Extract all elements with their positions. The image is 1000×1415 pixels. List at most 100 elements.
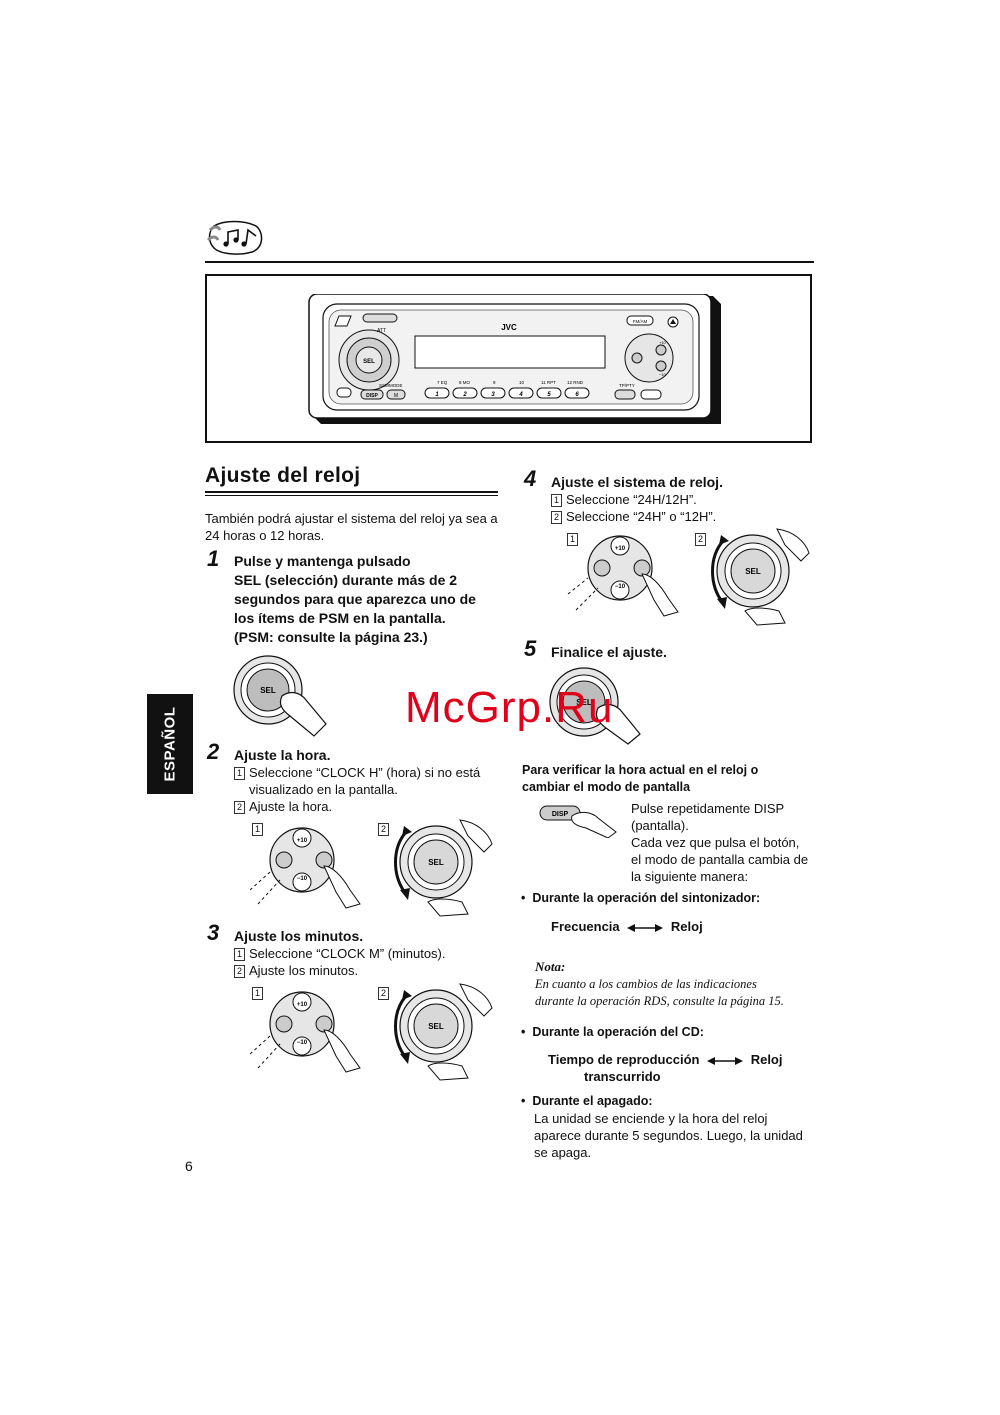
step-4-number: 4 — [524, 466, 537, 491]
device-mode-label: MODE — [389, 383, 403, 388]
verify-heading-line: Para verificar la hora actual en el relo… — [522, 763, 759, 777]
sub-number-box: 1 — [551, 494, 562, 508]
sub-text: Seleccione “CLOCK M” (minutos). — [249, 946, 446, 961]
minute-buttons-illustration: +10 −10 — [250, 991, 361, 1073]
bullet-icon: • — [521, 1094, 526, 1108]
step-1-title-line: SEL (selección) durante más de 2 — [234, 572, 458, 588]
sub-number-box: 1 — [234, 767, 245, 781]
step-1-number: 1 — [207, 546, 220, 571]
device-top-label: 11 RPT — [541, 380, 556, 385]
verify-heading-line: cambiar el modo de pantalla — [522, 780, 691, 794]
off-bullet: • Durante el apagado: — [521, 1094, 653, 1108]
bullet-icon: • — [521, 1025, 526, 1039]
device-top-label: 10 — [519, 380, 525, 385]
step-3-title: Ajuste los minutos. — [234, 928, 364, 944]
header-rule — [205, 261, 814, 263]
device-disp-label: DISP — [366, 393, 378, 399]
sel-knob-label: SEL — [428, 858, 444, 867]
watermark: McGrp.Ru — [405, 683, 614, 732]
sel-knob-rotate-illustration: SEL — [394, 819, 493, 917]
sub-text: Seleccione “24H/12H”. — [566, 492, 697, 507]
minus10-label: −10 — [615, 584, 626, 590]
verify-desc-line: el modo de pantalla cambia de — [631, 852, 809, 867]
off-line: se apaga. — [534, 1145, 592, 1160]
page-number: 6 — [185, 1158, 193, 1174]
step-2-title: Ajuste la hora. — [234, 747, 331, 763]
step-5-number: 5 — [524, 636, 537, 661]
tuner-bullet: • Durante la operación del sintonizador: — [521, 891, 760, 905]
tuner-sequence: Frecuencia Reloj — [551, 919, 703, 934]
figure-index-2: 2 — [378, 823, 389, 837]
device-top-label: 9 — [493, 380, 496, 385]
double-arrow-icon — [627, 923, 664, 932]
sequence-item: Reloj — [750, 1052, 783, 1067]
cd-label: Durante la operación del CD: — [532, 1025, 704, 1039]
language-side-tab: ESPAÑOL — [147, 694, 193, 794]
off-label: Durante el apagado: — [532, 1094, 653, 1108]
disp-button-label: DISP — [552, 811, 569, 818]
note-line: durante la operación RDS, consulte la pá… — [535, 994, 784, 1008]
verify-heading: Para verificar la hora actual en el relo… — [522, 762, 758, 796]
device-figure-frame — [205, 274, 812, 443]
off-description: La unidad se enciende y la hora del relo… — [534, 1110, 824, 1161]
note-text: En cuanto a los cambios de las indicacio… — [535, 976, 784, 1010]
device-minus10-label: −10 — [659, 372, 667, 377]
step-1-title-line: (PSM: consulte la página 23.) — [234, 629, 428, 645]
figure-index-1: 1 — [252, 987, 263, 1001]
tuner-label: Durante la operación del sintonizador: — [532, 891, 761, 905]
off-line: La unidad se enciende y la hora del relo… — [534, 1111, 768, 1126]
title-rule — [205, 491, 498, 493]
figure-index-1: 1 — [567, 533, 578, 547]
device-brand-logo: JVC — [501, 323, 517, 332]
figure-index-2: 2 — [695, 533, 706, 547]
preset-button-label: 3 — [491, 392, 495, 398]
sel-knob-label: SEL — [428, 1022, 444, 1031]
title-rule-thin — [205, 495, 498, 496]
minus10-label: −10 — [297, 1040, 308, 1046]
preset-button-label: 4 — [518, 392, 523, 398]
hour-buttons-illustration: +10 −10 — [250, 827, 361, 909]
step-1-title-line: Pulse y mantenga pulsado — [234, 553, 411, 569]
note-title: Nota: — [535, 959, 566, 974]
note-line: En cuanto a los cambios de las indicacio… — [535, 977, 757, 991]
car-stereo-illustration: SEL ATT SSM MODE JVC FM/AM +10 −10 TP/PT… — [308, 294, 721, 424]
cd-sequence-cont: transcurrido — [584, 1069, 661, 1084]
device-ssm-label: SSM — [379, 383, 389, 388]
sel-knob-press-illustration: SEL — [233, 655, 327, 737]
verify-desc-line: Cada vez que pulsa el botón, — [631, 835, 800, 850]
step-1-title: Pulse y mantenga pulsado SEL (selección)… — [234, 552, 504, 647]
double-arrow-icon — [707, 1056, 744, 1065]
verify-desc-line: (pantalla). — [631, 818, 689, 833]
sequence-item: Frecuencia — [551, 919, 620, 934]
device-tppty-label: TP/PTY — [619, 383, 635, 388]
verify-desc-line: la siguiente manera: — [631, 869, 749, 884]
language-label: ESPAÑOL — [161, 706, 179, 782]
step-5-title: Finalice el ajuste. — [551, 644, 667, 660]
sub-number-box: 2 — [551, 511, 562, 525]
cd-sequence: Tiempo de reproducción Reloj — [548, 1052, 783, 1067]
figure-index-2: 2 — [378, 987, 389, 1001]
plus10-label: +10 — [297, 838, 308, 844]
device-att-label: ATT — [377, 328, 386, 334]
step-2-number: 2 — [207, 739, 220, 764]
music-notes-icon — [206, 220, 263, 255]
device-top-label: 7 EQ — [437, 380, 448, 385]
verify-description: Pulse repetidamente DISP (pantalla). Cad… — [631, 800, 821, 885]
sel-knob-press-illustration: SEL — [549, 667, 641, 745]
intro-text: También podrá ajustar el sistema del rel… — [205, 511, 498, 543]
sel-knob-rotate-illustration: SEL — [711, 528, 810, 626]
preset-button-label: 5 — [547, 392, 551, 398]
sequence-item: Tiempo de reproducción — [548, 1052, 700, 1067]
plus10-label: +10 — [615, 546, 626, 552]
cd-bullet: • Durante la operación del CD: — [521, 1025, 704, 1039]
step-1-title-line: segundos para que aparezca uno de — [234, 591, 476, 607]
device-top-label: 8 MO — [459, 380, 471, 385]
device-fmam-label: FM/AM — [633, 319, 648, 324]
sel-button-label: SEL — [260, 686, 276, 695]
sub-text: Ajuste los minutos. — [249, 963, 359, 978]
preset-button-label: 2 — [462, 392, 467, 398]
